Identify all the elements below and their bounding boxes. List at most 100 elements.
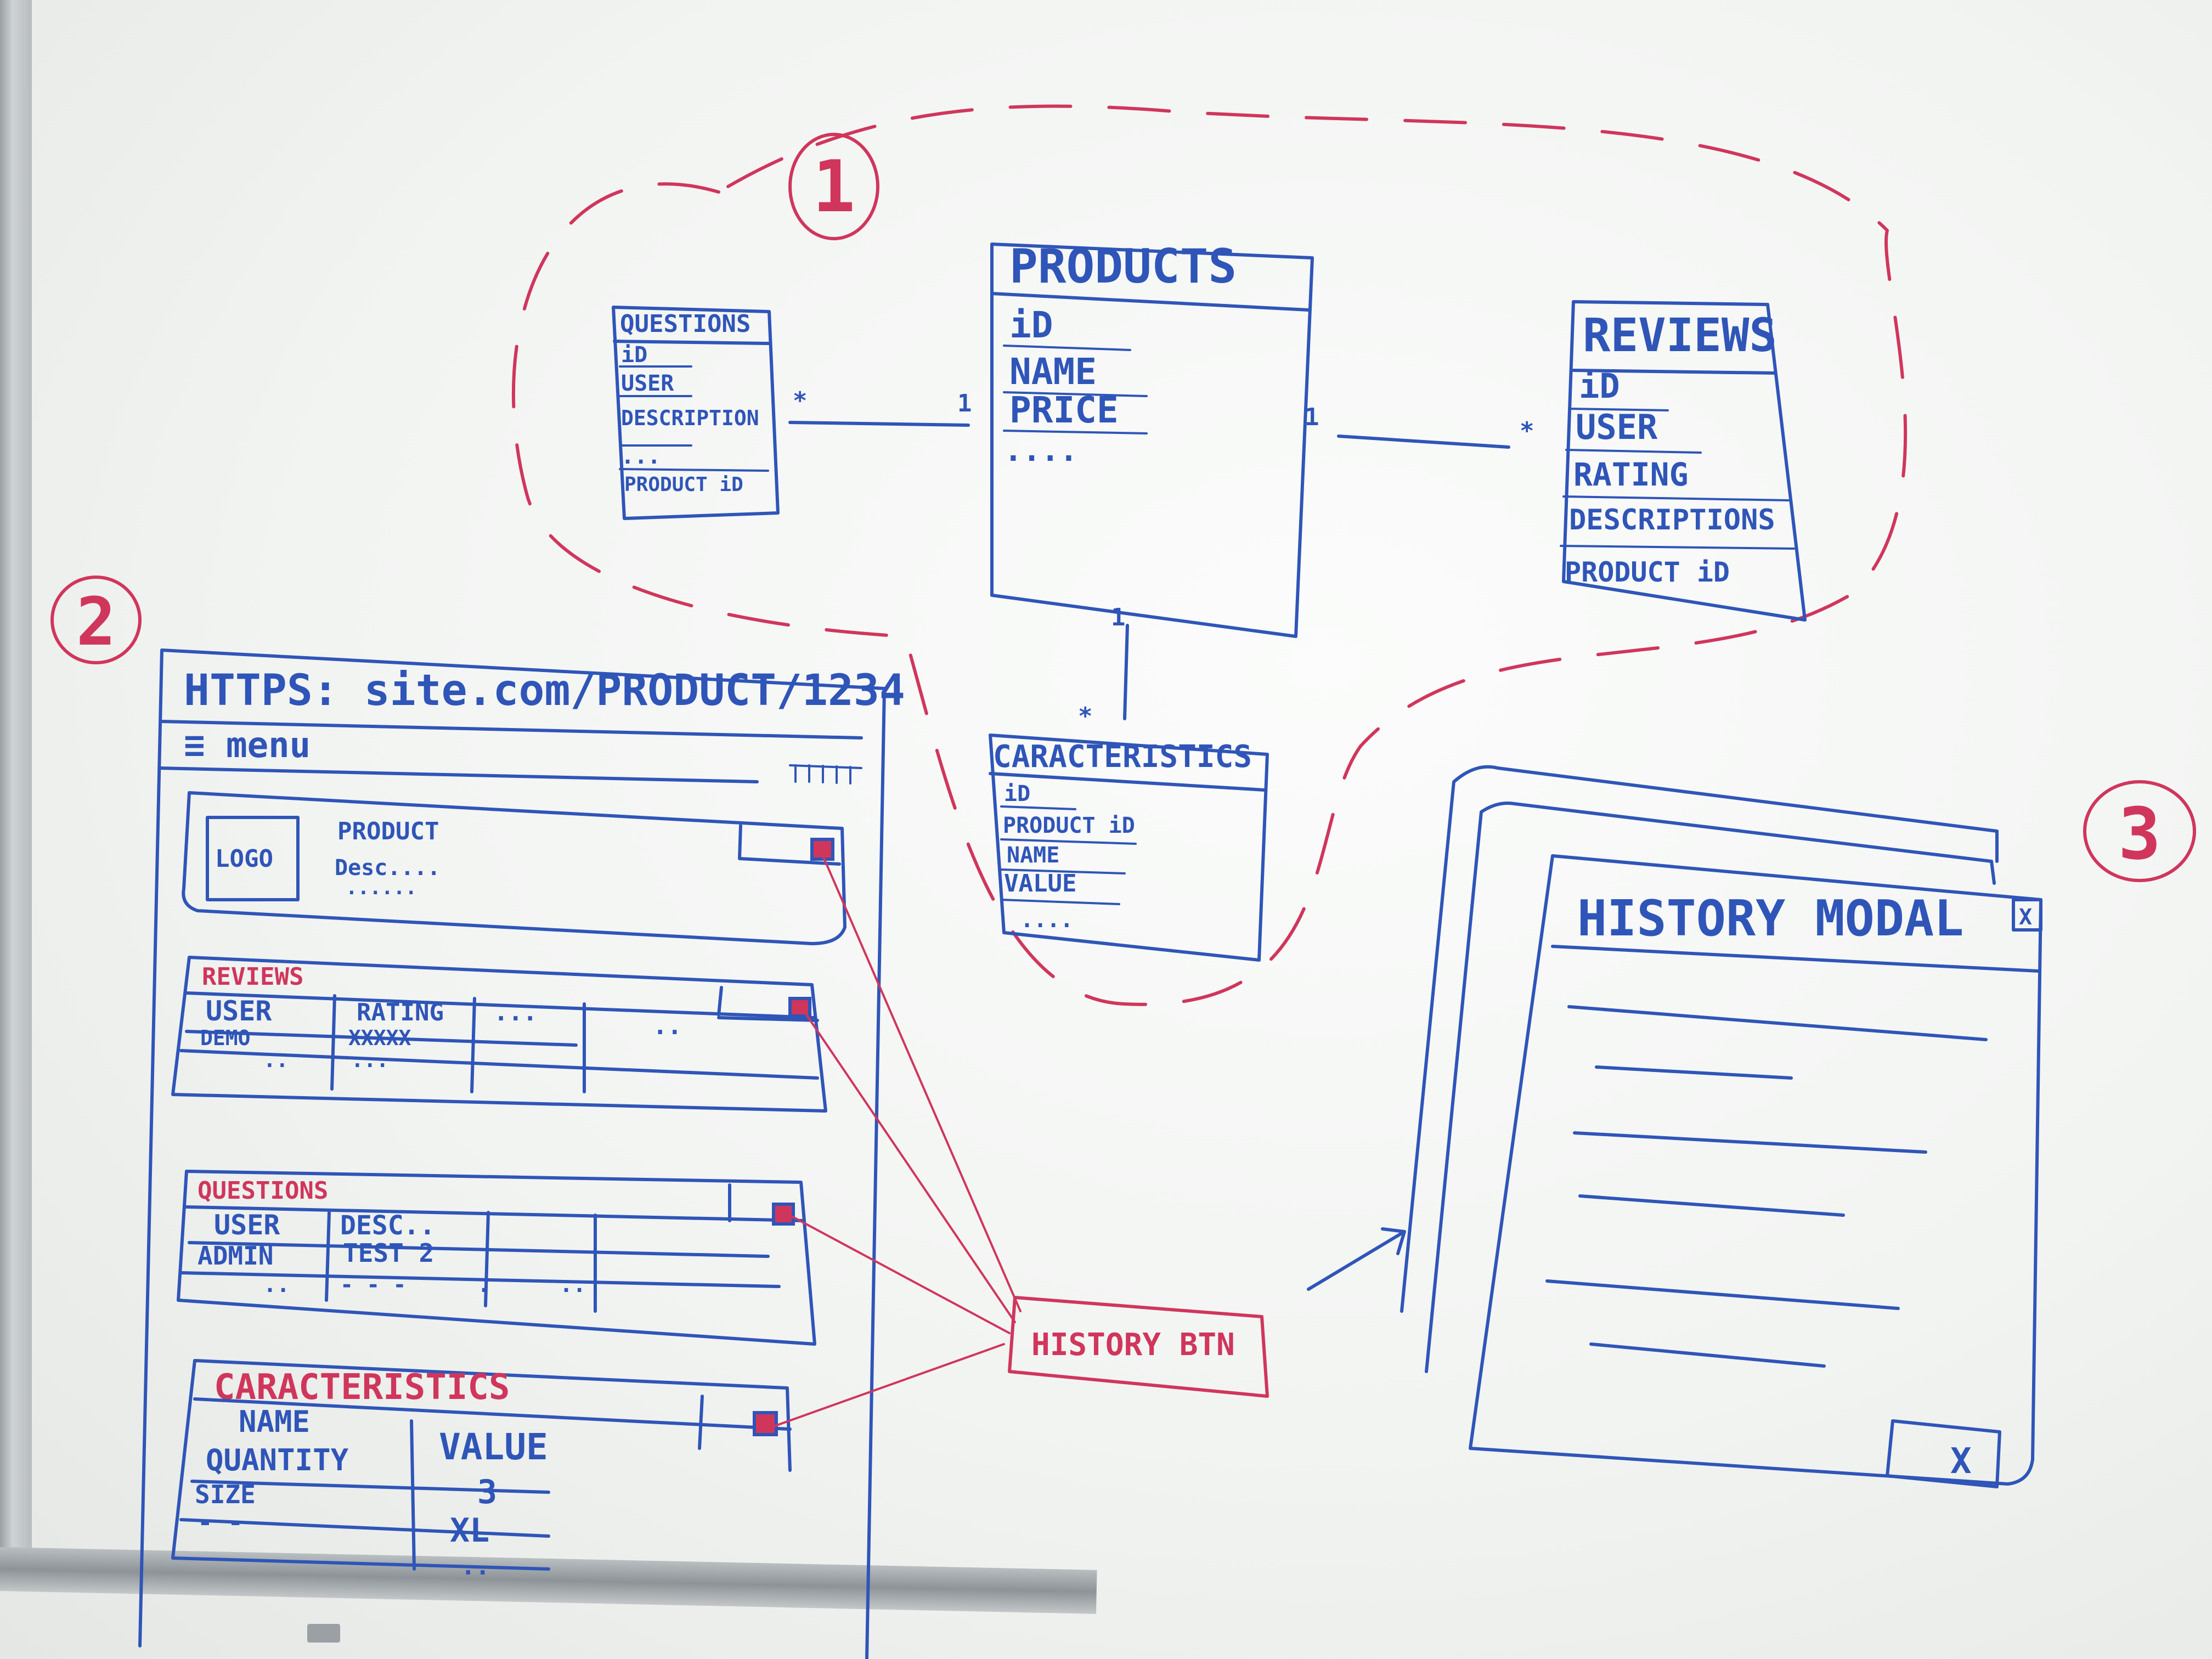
marker-tray [307, 1624, 340, 1643]
questions-field: ... [621, 444, 661, 469]
mockup-caracteristics-cell: XL [450, 1511, 489, 1550]
mockup-reviews-cell: .. [263, 1048, 289, 1072]
history-icon[interactable] [753, 1411, 778, 1436]
mockup-questions-cell: .. [560, 1272, 586, 1297]
section-3-circle [2083, 780, 2196, 882]
products-field: iD [1009, 304, 1053, 346]
modal-close-label[interactable]: X [2019, 905, 2032, 930]
mockup-reviews-header: RATING [357, 998, 444, 1026]
reviews-entity-box [1562, 300, 1807, 622]
mockup-questions-cell: .. [263, 1272, 290, 1297]
reviews-field: USER [1576, 407, 1658, 447]
mockup-menu[interactable]: ≡ menu [184, 725, 311, 766]
relation-cardinality: 1 [1111, 603, 1126, 631]
mockup-questions-table [177, 1170, 816, 1346]
reviews-field: iD [1579, 366, 1620, 406]
products-field: .... [1004, 433, 1078, 469]
reviews-field: PRODUCT iD [1565, 556, 1730, 588]
mockup-caracteristics-cell: QUANTITY [206, 1443, 349, 1477]
relation-line-products-caracteristics [1123, 624, 1129, 720]
mockup-caracteristics-cell: 3 [477, 1473, 497, 1511]
modal-footer-close-label[interactable]: X [1950, 1441, 1972, 1482]
mockup-product-desc-more: ...... [346, 877, 417, 899]
board-frame-left [0, 0, 32, 1569]
mockup-questions-title: QUESTIONS [198, 1177, 328, 1205]
reviews-title: REVIEWS [1583, 308, 1777, 362]
products-field: PRICE [1009, 389, 1119, 431]
mockup-toolbar-icon[interactable] [789, 764, 862, 785]
mockup-caracteristics-header: VALUE [439, 1426, 548, 1468]
connector-line [800, 1006, 1016, 1323]
products-title: PRODUCTS [1009, 239, 1237, 294]
connector-line [772, 1343, 1005, 1427]
mockup-reviews-cell: ... [351, 1048, 389, 1072]
caracteristics-field: .... [1020, 907, 1073, 933]
mockup-reviews-cell: DEMO [200, 1026, 251, 1050]
mockup-questions-cell: . [477, 1272, 490, 1297]
modal-footer-close-button[interactable] [1886, 1419, 2001, 1488]
mockup-header-card [182, 791, 847, 945]
mockup-logo-box [206, 816, 300, 901]
mockup-reviews-title: REVIEWS [202, 963, 303, 991]
relation-cardinality: * [793, 387, 808, 415]
mockup-url: HTTPS: site.com/PRODUCT/1234 [184, 666, 905, 715]
relation-cardinality: * [1520, 417, 1534, 445]
mockup-reviews-header: ... [494, 998, 537, 1026]
mockup-caracteristics-cell: .. [461, 1553, 490, 1581]
mockup-reviews-cell: XXXXX [348, 1026, 411, 1050]
relation-cardinality: 1 [1305, 403, 1319, 431]
relation-line-products-reviews [1337, 435, 1510, 449]
modal-close-icon[interactable] [2012, 898, 2042, 932]
relation-cardinality: * [1078, 702, 1093, 730]
arrow-to-modal [1307, 1227, 1406, 1291]
questions-field: PRODUCT iD [624, 473, 743, 496]
questions-field: DESCRIPTION [621, 406, 759, 430]
mockup-frame [138, 648, 886, 1659]
history-button-box[interactable] [1008, 1296, 1269, 1398]
modal-shadow-mid [1425, 802, 1996, 1373]
caracteristics-entity-box [989, 733, 1269, 962]
mockup-caracteristics-table [171, 1359, 792, 1571]
history-button-label[interactable]: HISTORY BTN [1031, 1327, 1235, 1363]
relation-cardinality: 1 [957, 390, 972, 417]
section-3-number: 3 [2118, 792, 2161, 876]
reviews-field: DESCRIPTIONS [1569, 504, 1775, 537]
mockup-caracteristics-header: NAME [239, 1404, 310, 1439]
modal-title: HISTORY MODAL [1577, 890, 1963, 947]
products-field: NAME [1009, 351, 1097, 393]
mockup-logo: LOGO [215, 845, 273, 873]
mockup-caracteristics-cell: SIZE [195, 1480, 256, 1509]
connector-line [783, 1211, 1011, 1334]
mockup-questions-header: DESC.. [340, 1210, 435, 1241]
questions-entity-box [612, 306, 780, 520]
mockup-reviews-header: USER [206, 995, 272, 1027]
section-2-circle [50, 575, 142, 664]
mockup-questions-header: USER [214, 1209, 280, 1241]
products-entity-box [990, 242, 1314, 638]
mockup-questions-cell: TEST 2 [343, 1238, 434, 1268]
section-1-circle [788, 133, 879, 240]
history-modal [1469, 854, 2042, 1486]
caracteristics-title: CARACTERISTICS [993, 739, 1252, 775]
caracteristics-field: PRODUCT iD [1003, 813, 1135, 838]
reviews-field: RATING [1573, 456, 1689, 493]
mockup-questions-cell: - - - [340, 1272, 406, 1297]
history-icon[interactable] [772, 1203, 795, 1226]
mockup-reviews-table [171, 956, 827, 1113]
mockup-product-desc: Desc.... [335, 855, 441, 881]
relation-line-questions-products [788, 421, 970, 427]
mockup-product-name: PRODUCT [337, 817, 439, 845]
mockup-caracteristics-cell: - - [198, 1507, 243, 1537]
questions-field: iD [621, 342, 647, 368]
connector-line [822, 855, 1022, 1312]
section-2-number: 2 [76, 584, 116, 661]
caracteristics-field: iD [1004, 781, 1030, 806]
section-1-number: 1 [812, 145, 855, 228]
caracteristics-field: NAME [1007, 843, 1059, 868]
mockup-reviews-header: .. [653, 1012, 682, 1040]
questions-field: USER [621, 371, 674, 396]
modal-shadow-back [1400, 765, 1999, 1313]
questions-title: QUESTIONS [620, 310, 751, 338]
